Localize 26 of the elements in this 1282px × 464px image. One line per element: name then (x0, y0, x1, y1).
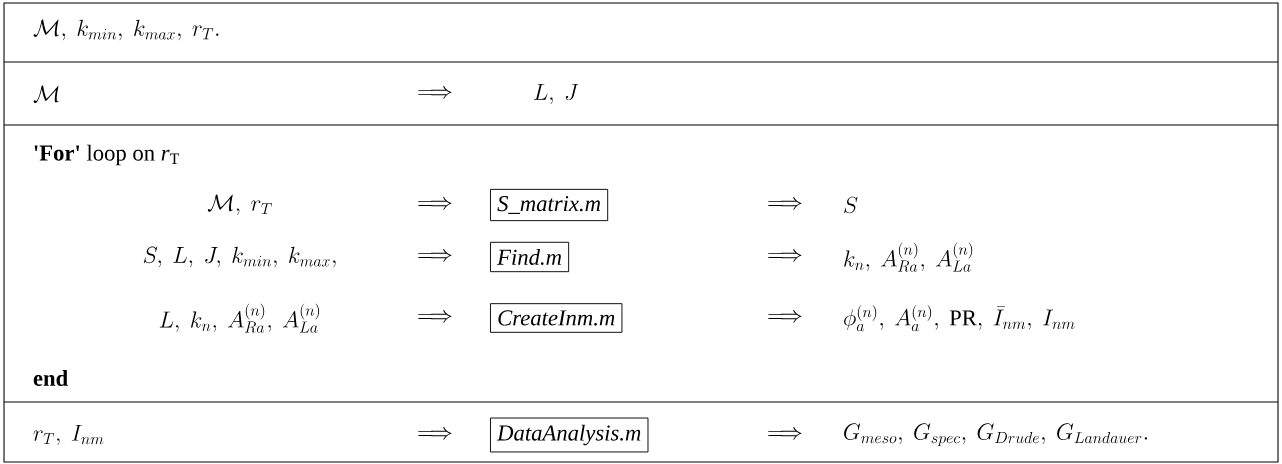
script-box: S_matrix.m (490, 188, 609, 222)
output-formula: $L,\ J$ (534, 83, 579, 105)
script-box: DataAnalysis.m (490, 417, 649, 453)
implies-arrow: $\Longrightarrow$ (418, 427, 452, 440)
input-formula: $\mathcal{M}$ (33, 85, 59, 103)
output-formula: $k_n,\ A^{(n)}_{Ra},\ A^{(n)}_{La}$ (844, 242, 973, 272)
implies-arrow: $\Longrightarrow$ (768, 249, 802, 262)
input-formula: $r_T,\ I_{nm}$ (33, 424, 104, 446)
input-formula: $\mathcal{M},\ r_T$ (207, 194, 272, 216)
output-formula: $\phi_a^{(n)},\ A_a^{(n)},\ \mathrm{PR},\ \bar{I}_{nm},\ I_{nm}$ (844, 304, 1075, 332)
input-formula: $\mathcal{M},\ k_{min},\ k_{max},\ r_T.$ (33, 19, 219, 41)
script-box: Find.m (490, 241, 570, 273)
end-keyword: end (33, 370, 68, 386)
implies-arrow: $\Longrightarrow$ (768, 310, 802, 323)
implies-arrow: $\Longrightarrow$ (418, 310, 452, 323)
implies-arrow: $\Longrightarrow$ (418, 249, 452, 262)
implies-arrow: $\Longrightarrow$ (768, 427, 802, 440)
output-formula: $S$ (844, 196, 858, 214)
input-formula: $L,\ k_n,\ A^{(n)}_{Ra},\ A^{(n)}_{La}$ (159, 303, 320, 333)
script-box: CreateInm.m (490, 303, 623, 333)
implies-arrow: $\Longrightarrow$ (418, 197, 452, 210)
loop-heading: 'For' loop on r$_{T}$ (34, 144, 180, 166)
input-formula: $S,\ L,\ J,\ k_{min},\ k_{max},$ (143, 246, 336, 268)
output-formula: $G_{meso},\ G_{spec},\ G_{Drude},\ G_{Landauer}.$ (844, 423, 1147, 447)
implies-arrow: $\Longrightarrow$ (768, 197, 802, 210)
implies-arrow: $\Longrightarrow$ (418, 86, 452, 99)
